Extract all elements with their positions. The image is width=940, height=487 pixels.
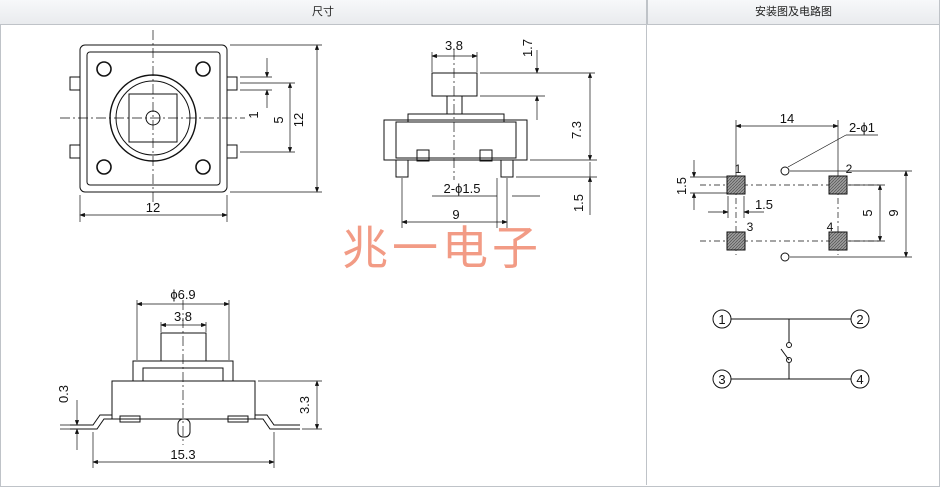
pad-number-2: 2 [846, 162, 853, 176]
pad-number-4: 4 [827, 220, 834, 234]
dim-pad-vertical: 1.5 [674, 177, 689, 195]
side-view [383, 50, 597, 228]
header-installation-circuit: 安装图及电路图 [647, 0, 939, 25]
terminal-1-label: 1 [718, 312, 725, 327]
pad-number-1: 1 [735, 162, 742, 176]
pad-1 [726, 175, 746, 195]
pad-number-3: 3 [747, 220, 754, 234]
top-view [60, 30, 322, 222]
dim-front-cap-diameter: ϕ6.9 [170, 287, 195, 302]
dim-side-pin-hole: 2-ϕ1.5 [444, 181, 481, 196]
column-divider [646, 0, 647, 485]
dim-front-lead-span: 15.3 [170, 447, 195, 462]
dim-hole-label: 2-ϕ1 [849, 120, 875, 135]
terminal-3-icon [712, 369, 732, 389]
dim-pin-width: 1 [246, 111, 261, 118]
dim-side-pin-span: 9 [452, 207, 459, 222]
dim-span-y: 9 [886, 209, 901, 216]
terminal-2-icon [850, 309, 870, 329]
dim-top-height: 12 [291, 113, 306, 127]
pad-3 [726, 231, 746, 251]
mounting-footprint [690, 120, 912, 262]
terminal-1-icon [712, 309, 732, 329]
terminal-4-icon [850, 369, 870, 389]
dim-pin-pitch: 5 [271, 116, 286, 123]
front-view [60, 300, 322, 468]
dim-side-total-height: 7.3 [569, 121, 584, 139]
dim-side-actuator-height: 1.7 [520, 39, 535, 57]
circuit-diagram [731, 318, 851, 380]
terminal-2-label: 2 [856, 312, 863, 327]
dim-pad-horizontal: 1.5 [755, 197, 773, 212]
dim-hole-spacing: 14 [780, 111, 794, 126]
dim-front-body-height: 3.3 [297, 396, 312, 414]
terminal-3-label: 3 [718, 372, 725, 387]
pad-2 [828, 175, 848, 195]
header-dimensions: 尺寸 [0, 0, 646, 25]
terminal-4-label: 4 [856, 372, 863, 387]
dim-top-width: 12 [146, 200, 160, 215]
dim-pitch-y: 5 [860, 209, 875, 216]
dim-side-actuator-width: 3.8 [445, 38, 463, 53]
watermark: 兆一电子 [342, 221, 542, 275]
dim-front-lead-thickness: 0.3 [56, 385, 71, 403]
dim-side-peg: 1.5 [571, 194, 586, 212]
dim-front-actuator-width: 3.8 [174, 309, 192, 324]
pad-4 [828, 231, 848, 251]
